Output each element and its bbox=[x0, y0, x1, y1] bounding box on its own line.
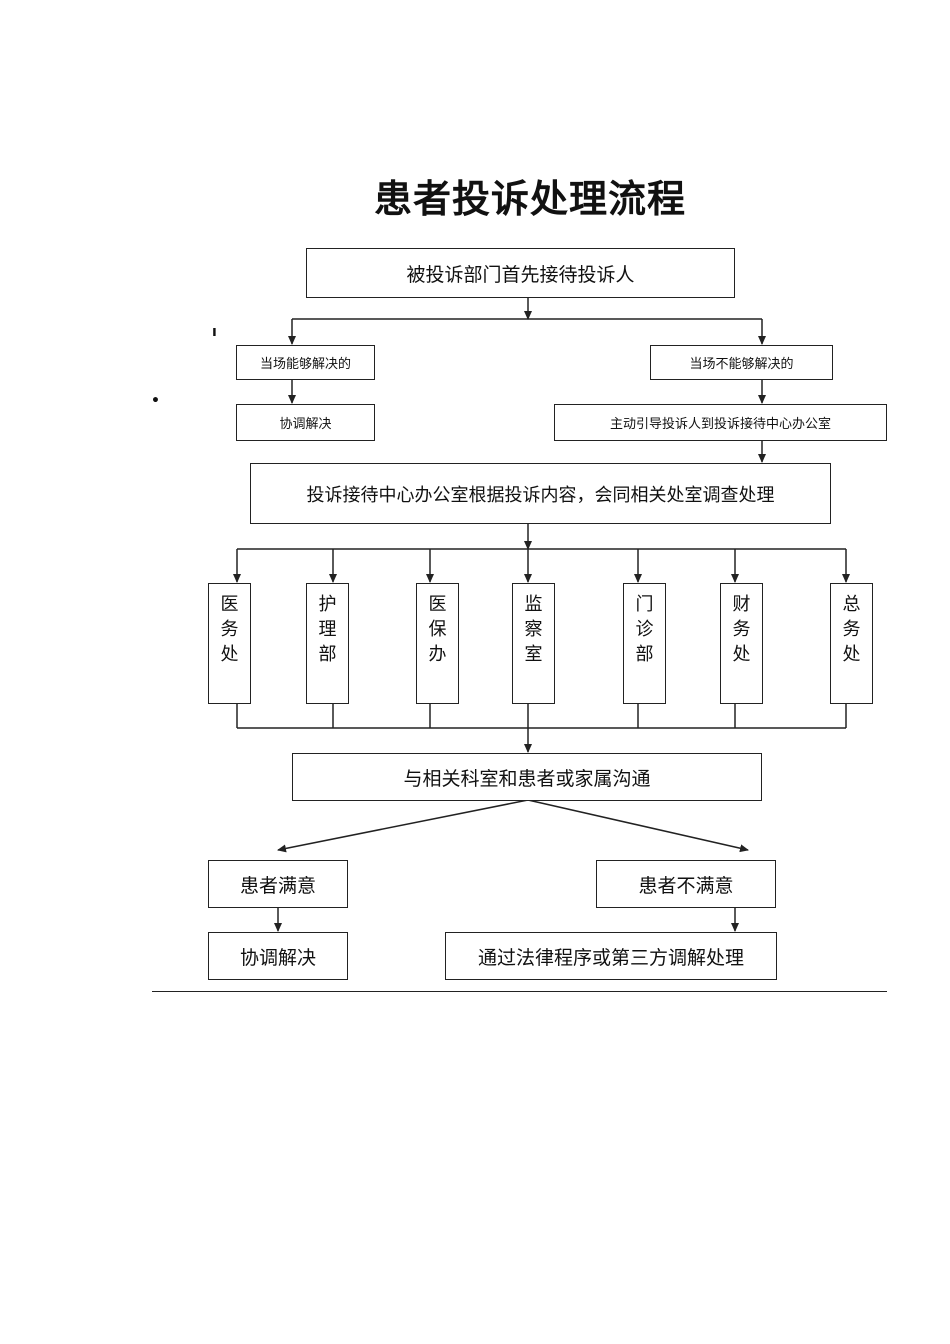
dept-label-char: 护 bbox=[318, 594, 337, 615]
dept-zongwuchu: 总务处 bbox=[830, 583, 873, 704]
dept-label-char: 务 bbox=[842, 619, 861, 640]
dept-label-char: 门 bbox=[635, 594, 654, 615]
dept-label-char: 察 bbox=[524, 619, 543, 640]
dept-jianchashi: 监察室 bbox=[512, 583, 555, 704]
dept-label: 医务处 bbox=[221, 592, 239, 667]
node-communicate: 与相关科室和患者或家属沟通 bbox=[292, 753, 762, 801]
dept-label: 总务处 bbox=[843, 592, 861, 667]
node-satisfied: 患者满意 bbox=[208, 860, 348, 908]
dept-label-char: 医 bbox=[220, 594, 239, 615]
dept-menzhenbu: 门诊部 bbox=[623, 583, 666, 704]
dept-yiwuchu: 医务处 bbox=[208, 583, 251, 704]
connector-to-unsatisfied bbox=[527, 799, 749, 853]
node-left-case: 当场能够解决的 bbox=[236, 345, 375, 380]
dept-label-char: 医 bbox=[428, 594, 447, 615]
dept-label-char: 总 bbox=[842, 594, 861, 615]
dept-label-char: 部 bbox=[635, 644, 654, 665]
node-left-resolve: 协调解决 bbox=[236, 404, 375, 441]
dept-label: 护理部 bbox=[319, 592, 337, 667]
dept-label-char: 诊 bbox=[635, 619, 654, 640]
page-title: 患者投诉处理流程 bbox=[373, 177, 686, 221]
dept-label-char: 务 bbox=[732, 619, 751, 640]
dept-label-char: 部 bbox=[318, 644, 337, 665]
dept-label: 门诊部 bbox=[636, 592, 654, 667]
node-start: 被投诉部门首先接待投诉人 bbox=[306, 248, 735, 298]
dept-label-char: 室 bbox=[524, 644, 543, 665]
dept-label-char: 监 bbox=[524, 594, 543, 615]
connector-to-satisfied bbox=[277, 799, 529, 853]
dept-label-char: 务 bbox=[220, 619, 239, 640]
bottom-divider bbox=[152, 991, 887, 992]
dept-label-char: 财 bbox=[732, 594, 751, 615]
dept-label-char: 处 bbox=[220, 644, 239, 665]
node-final-right: 通过法律程序或第三方调解处理 bbox=[445, 932, 777, 980]
dept-label-char: 处 bbox=[732, 644, 751, 665]
dept-label-char: 办 bbox=[428, 644, 447, 665]
dept-label: 监察室 bbox=[525, 592, 543, 667]
dept-label-char: 保 bbox=[428, 619, 447, 640]
dept-label-char: 处 bbox=[842, 644, 861, 665]
dept-yibaoban: 医保办 bbox=[416, 583, 459, 704]
dept-label-char: 理 bbox=[318, 619, 337, 640]
node-center: 投诉接待中心办公室根据投诉内容，会同相关处室调查处理 bbox=[250, 463, 831, 524]
stray-mark: ı bbox=[212, 324, 217, 340]
node-right-case: 当场不能够解决的 bbox=[650, 345, 833, 380]
dept-label: 财务处 bbox=[733, 592, 751, 667]
dept-label: 医保办 bbox=[429, 592, 447, 667]
node-right-guide: 主动引导投诉人到投诉接待中心办公室 bbox=[554, 404, 887, 441]
node-final-left: 协调解决 bbox=[208, 932, 348, 980]
node-unsatisfied: 患者不满意 bbox=[596, 860, 776, 908]
stray-dot: • bbox=[151, 393, 160, 409]
dept-caiwuchu: 财务处 bbox=[720, 583, 763, 704]
dept-hulibu: 护理部 bbox=[306, 583, 349, 704]
